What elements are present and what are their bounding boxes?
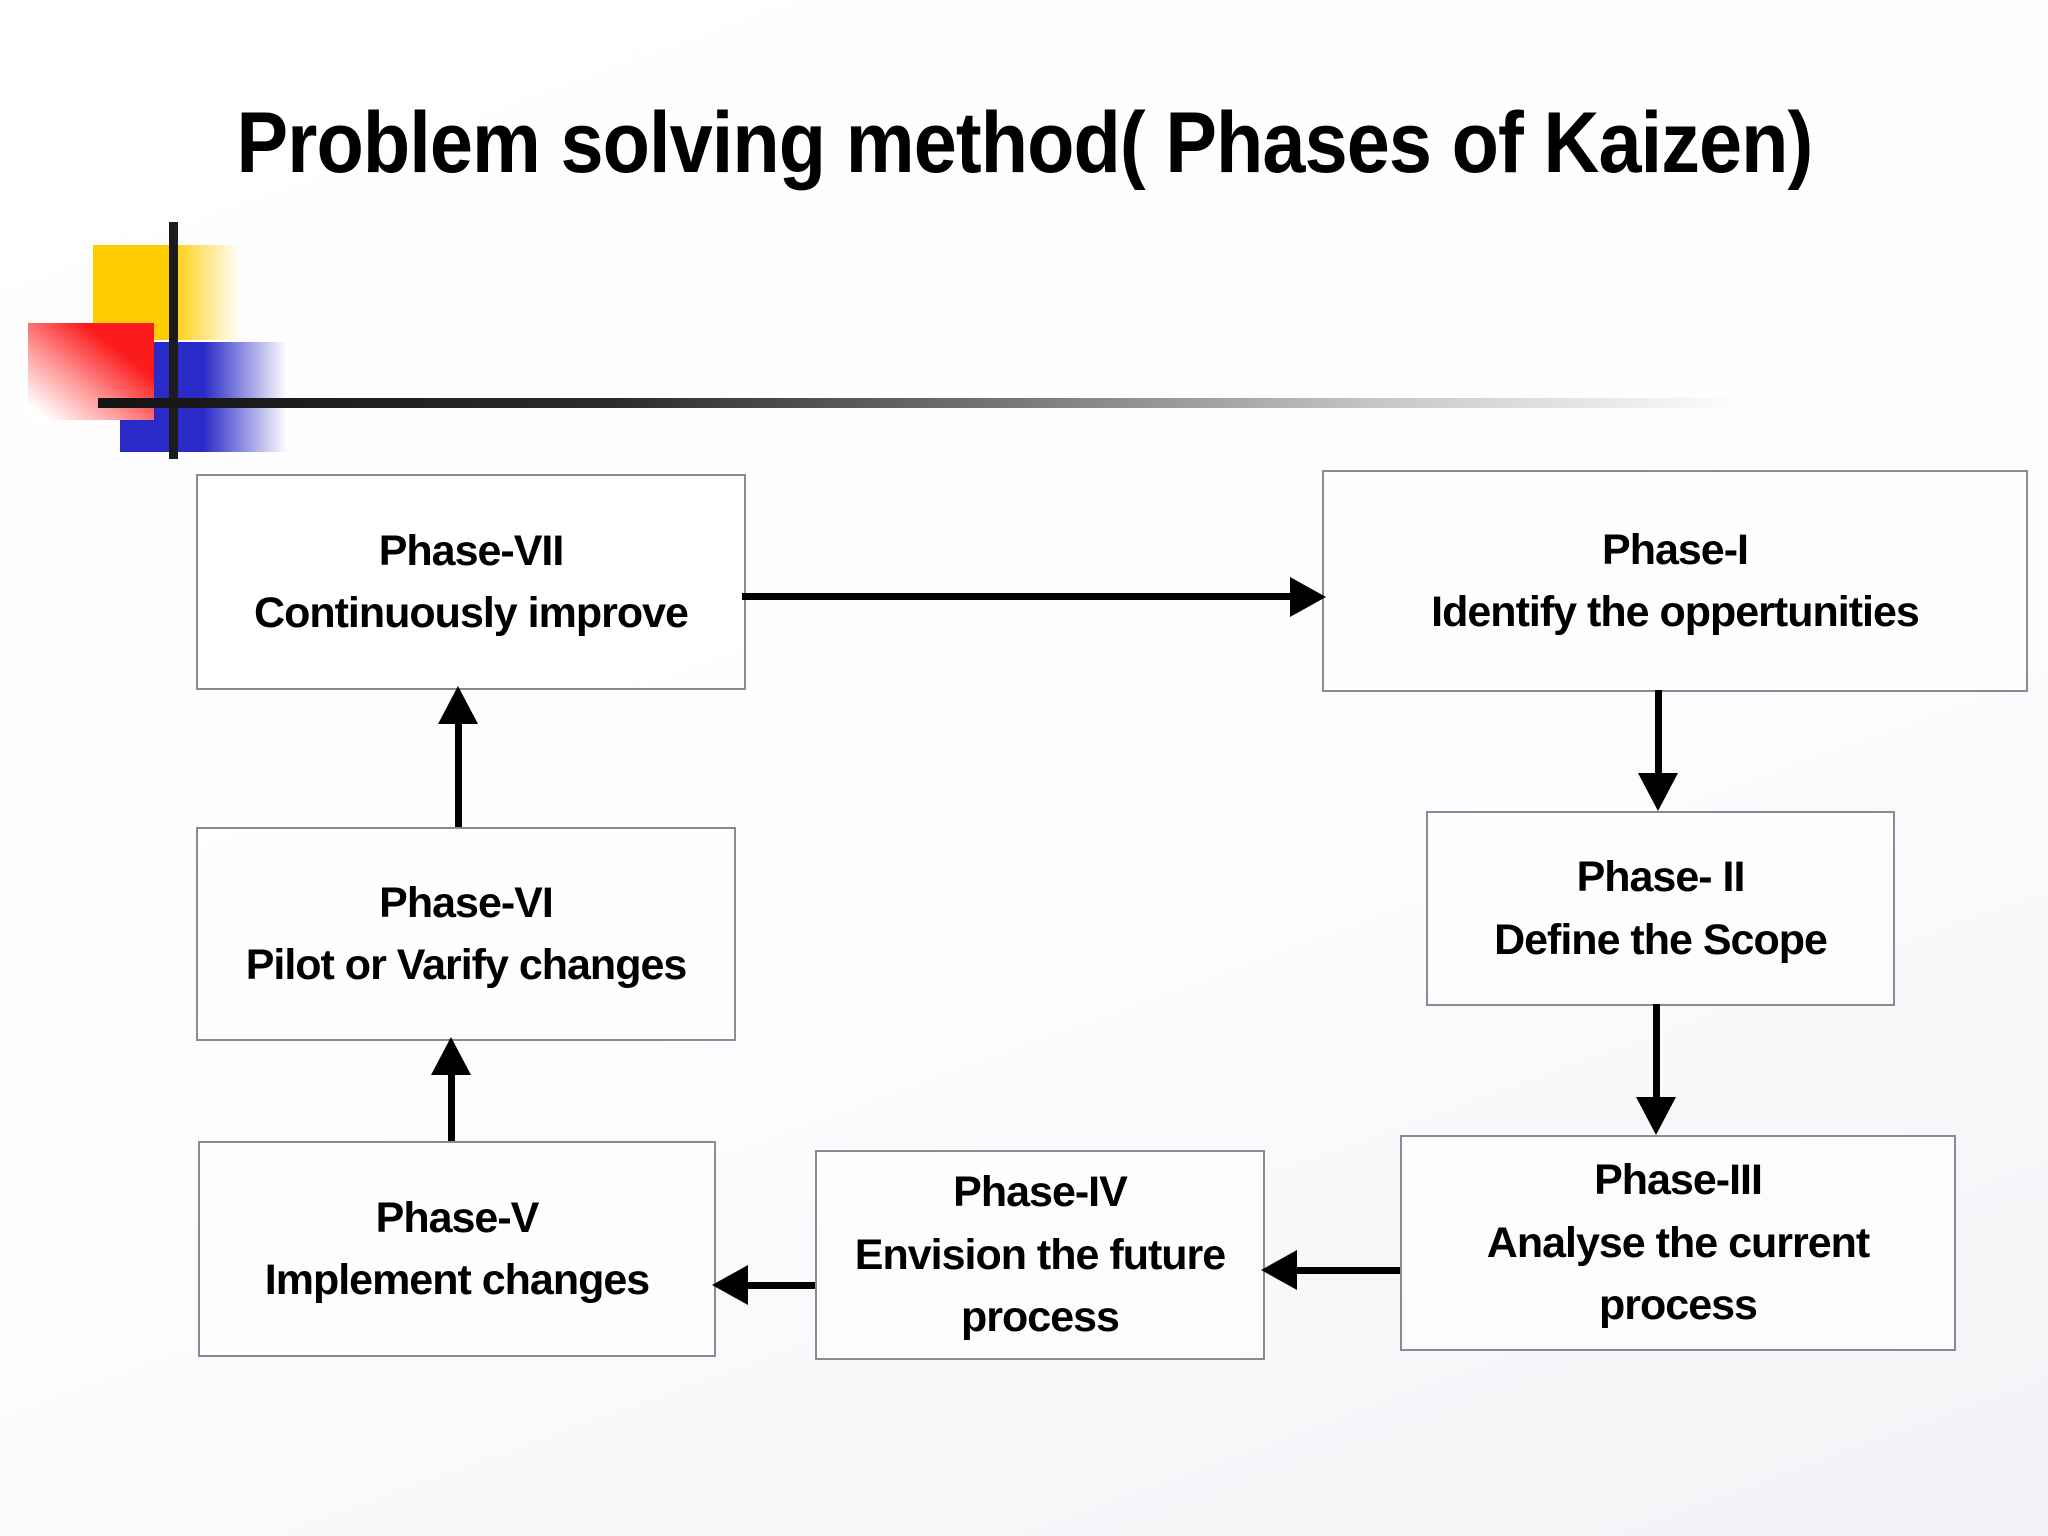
box-label: Define the Scope [1494,915,1828,964]
arrow-shaft [742,593,1292,600]
arrow-shaft [1297,1267,1400,1274]
box-title: Phase-V [375,1193,540,1242]
box-title: Phase-VII [378,526,565,575]
arrow-head-up-icon [431,1037,471,1075]
flow-box-phase-vi: Phase-VI Pilot or Varify changes [196,827,736,1041]
flow-box-phase-vii: Phase-VII Continuously improve [196,474,746,690]
box-title: Phase-IV [953,1168,1128,1217]
arrow-shaft [455,721,462,827]
slide-title-text: Problem solving method( Phases of Kaizen… [236,95,1813,191]
arrow-shaft [448,1072,455,1141]
arrow-head-right-icon [1290,577,1326,617]
deco-horizontal-rule [98,398,1810,408]
arrow-shaft [1655,690,1662,775]
arrow-head-left-icon [1261,1250,1297,1290]
box-label: Implement changes [264,1256,650,1304]
box-title: Phase-III [1594,1156,1763,1205]
slide-title: Problem solving method( Phases of Kaizen… [0,96,2048,191]
flow-box-phase-v: Phase-V Implement changes [198,1141,716,1357]
flow-box-phase-iii: Phase-III Analyse the current process [1400,1135,1956,1351]
arrow-shaft [748,1282,815,1289]
box-label: Pilot or Varify changes [245,941,688,989]
arrow-head-up-icon [438,686,478,724]
arrow-head-down-icon [1636,1097,1676,1135]
box-title: Phase- II [1576,853,1746,902]
box-title: Phase-I [1602,525,1749,574]
arrow-shaft [1653,1004,1660,1098]
arrow-head-left-icon [712,1265,748,1305]
arrow-head-down-icon [1638,773,1678,811]
box-title: Phase-VI [379,878,554,927]
deco-vertical-line [169,222,178,459]
box-label: Envision the future process [854,1230,1226,1342]
flow-box-phase-iv: Phase-IV Envision the future process [815,1150,1265,1360]
box-label: Continuously improve [254,589,689,637]
flow-box-phase-ii: Phase- II Define the Scope [1426,811,1895,1006]
flow-box-phase-i: Phase-I Identify the oppertunities [1322,470,2028,692]
box-label: Identify the oppertunities [1431,588,1920,636]
box-label: Analyse the current process [1486,1218,1870,1330]
